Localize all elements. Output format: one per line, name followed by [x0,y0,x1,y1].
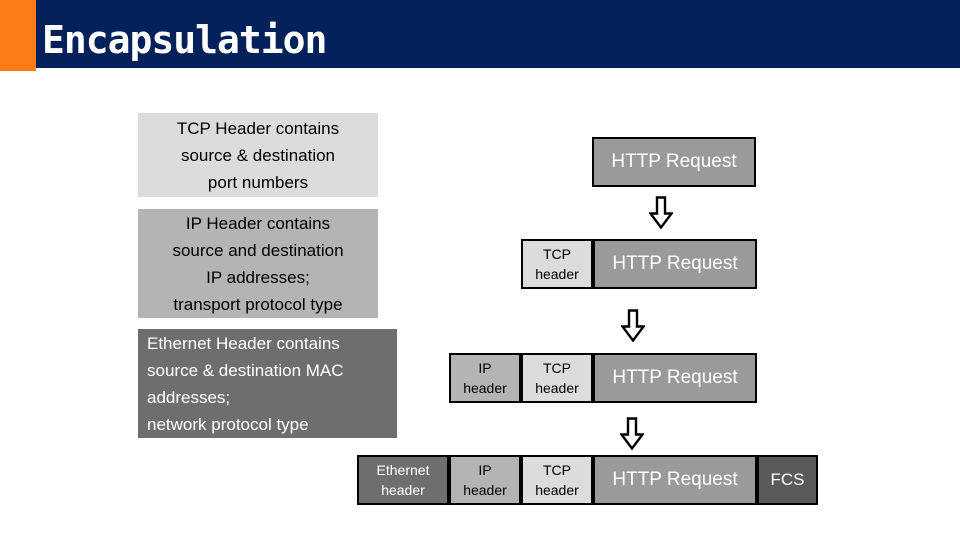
callout-line: addresses; [147,387,231,407]
segment-tcp-header: TCP header [521,353,593,403]
callout-line: source and destination [172,240,344,260]
callout-line: Ethernet Header contains [147,333,340,353]
segment-tcp-header: TCP header [521,455,593,505]
down-arrow-icon [620,417,644,450]
segment-http-request: HTTP Request [593,353,757,403]
segment-tcp-header: TCP header [521,239,593,289]
encapsulation-row-transport: TCP header HTTP Request [521,239,757,289]
callout-line: source & destination [180,145,336,165]
callout-line: network protocol type [147,414,309,434]
encapsulation-row-network: IP header TCP header HTTP Request [449,353,757,403]
callout-line: IP addresses; [206,267,310,287]
segment-fcs: FCS [757,455,818,505]
callout-tcp-header: TCP Header contains source & destination… [138,113,378,197]
callout-ethernet-header: Ethernet Header contains source & destin… [138,329,397,438]
segment-ethernet-header: Ethernet header [357,455,449,505]
accent-square [0,0,36,71]
callout-line: source & destination MAC [147,360,344,380]
segment-http-request: HTTP Request [593,455,757,505]
callout-ip-header: IP Header contains source and destinatio… [138,209,378,318]
down-arrow-icon [649,196,673,229]
callout-line: transport protocol type [173,294,343,314]
encapsulation-row-application: HTTP Request [592,137,756,187]
page-title: Encapsulation [42,18,327,62]
down-arrow-icon [621,309,645,342]
callout-line: port numbers [207,172,309,192]
title-bar [0,0,960,68]
segment-ip-header: IP header [449,455,521,505]
callout-line: TCP Header contains [176,118,340,138]
segment-http-request: HTTP Request [593,239,757,289]
segment-ip-header: IP header [449,353,521,403]
encapsulation-row-datalink: Ethernet header IP header TCP header HTT… [357,455,818,505]
segment-http-request: HTTP Request [592,137,756,187]
callout-line: IP Header contains [185,213,331,233]
